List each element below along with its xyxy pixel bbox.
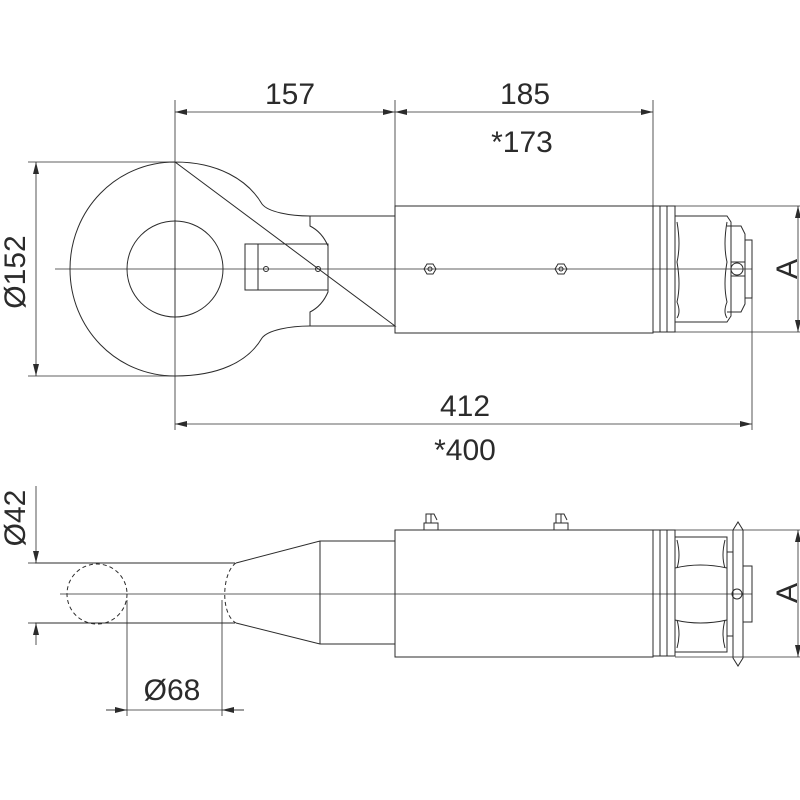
dim-42-label: Ø42 [0,490,32,547]
side-main-body [394,529,654,658]
main-body [394,205,654,334]
grease-fitting-1-icon [423,513,439,531]
dim-152-label: Ø152 [0,235,32,308]
dim-157-label: 157 [265,78,315,111]
dim-A-side-label: A [771,583,800,603]
dim-173-label: *173 [491,126,553,159]
side-view: Ø42 Ø68 A [0,486,800,716]
dim-68-label: Ø68 [144,674,201,707]
hex-nut-side [674,536,728,653]
neck-bracket [257,243,329,291]
hex-nut-top [674,215,732,323]
dim-412-label: 412 [440,390,490,423]
grease-fitting-2-icon [553,513,569,531]
neck-taper [244,243,262,291]
dim-A-top-label: A [771,259,800,279]
dim-185-label: 185 [500,78,550,111]
top-view: 157 185 *173 Ø152 412 *400 A [0,78,800,467]
eye-outline [69,161,397,377]
cone-transition [235,540,395,645]
side-collar-ring [652,529,676,657]
dim-400-label: *400 [434,434,496,467]
hex-flange-side [727,521,753,667]
